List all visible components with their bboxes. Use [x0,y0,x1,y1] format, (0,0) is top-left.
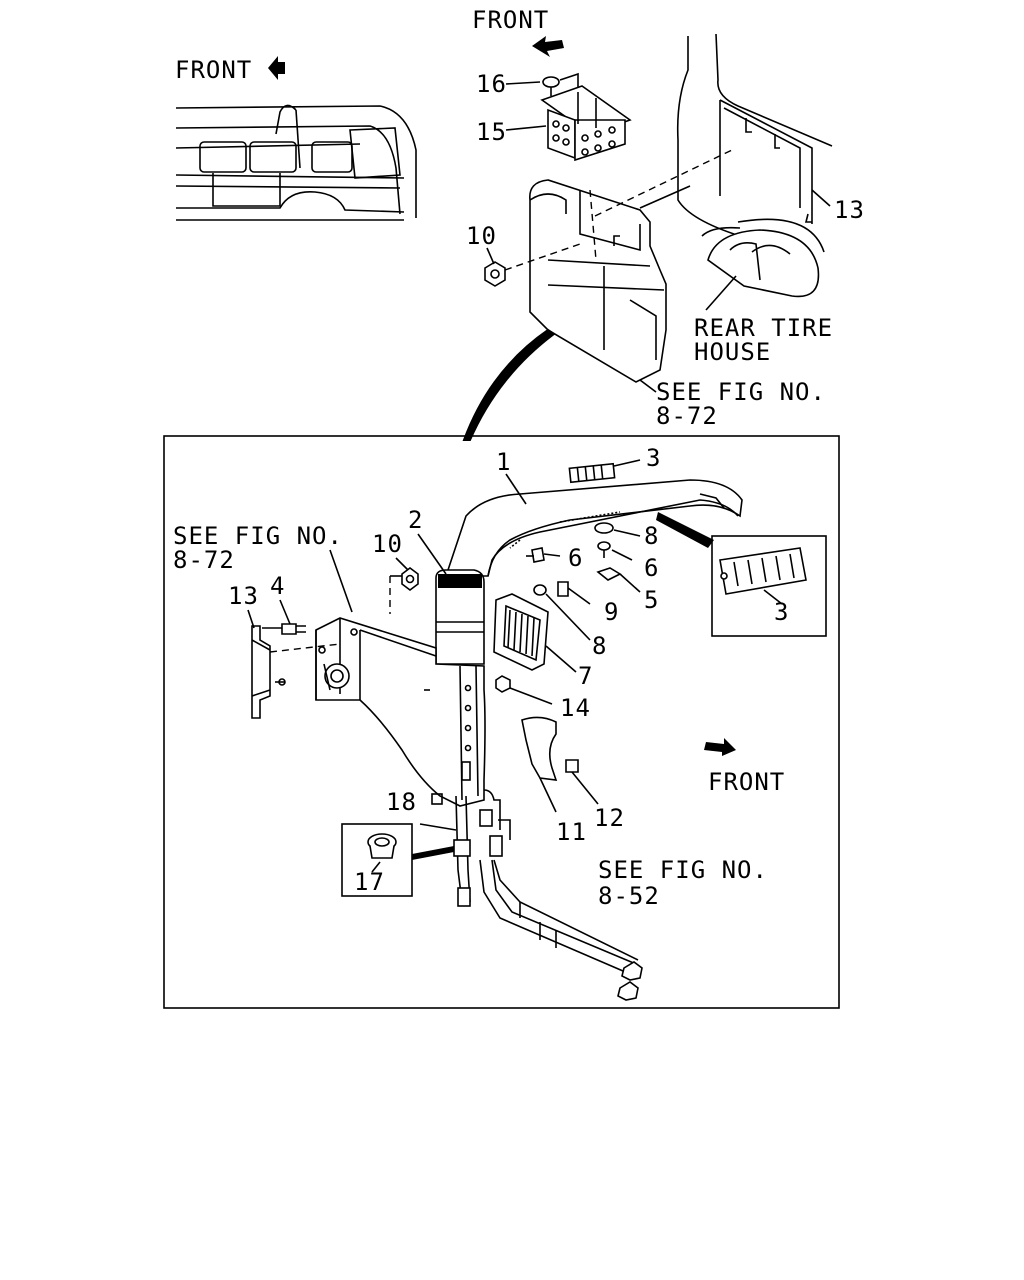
callout-3-inset: 3 [774,598,789,626]
bracket-13-detail [251,625,341,719]
callout-11: 11 [556,818,587,846]
detail-arrow [462,328,556,441]
grommet-17-inset [341,823,413,897]
truck-location-inset [175,104,417,221]
callout-12: 12 [594,804,625,832]
see-fig-top-2: 8-72 [656,402,718,430]
front-right-arrow-icon [704,738,736,756]
callout-15: 15 [476,118,507,146]
callout-8-top: 8 [644,522,659,550]
callout-16: 16 [476,70,507,98]
callout-9: 9 [604,598,619,626]
bolt-4 [262,623,306,635]
callout-10-detail: 10 [372,530,403,558]
register-3-inset [711,535,827,637]
duct-2 [435,569,485,665]
detail-frame [163,435,840,1009]
front-arrow-main: FRONT [704,738,785,796]
screw-9 [533,581,591,605]
front-label-main: FRONT [708,768,785,796]
front-arrow-top: FRONT [472,6,564,57]
callout-18: 18 [386,788,417,816]
callout-10-top: 10 [466,222,497,250]
nut-10-top [484,243,581,287]
see-fig-bottom-1: SEE FIG NO. [598,856,768,884]
pipe-harness [479,789,643,1001]
front-left-arrow-icon [268,56,285,80]
callout-17: 17 [354,868,385,896]
nut-10-detail [389,567,419,614]
nut-14 [495,675,553,705]
front-label-top: FRONT [472,6,549,34]
front-arrow-inset: FRONT [175,56,285,84]
callout-7: 7 [578,662,593,690]
callout-3-top: 3 [646,444,661,472]
clip-6-left [526,547,561,563]
callout-13-top: 13 [834,196,865,224]
air-duct-1 [444,479,743,577]
callout-6-right: 6 [644,554,659,582]
cover-11 [521,716,558,813]
bolt-16 [542,72,579,96]
clip-5 [596,567,641,593]
see-fig-bottom-2: 8-52 [598,882,660,910]
bolt-12 [565,759,599,805]
callout-5: 5 [644,586,659,614]
see-fig-left-1: SEE FIG NO. [173,522,343,550]
callout-1: 1 [496,448,511,476]
side-panel [315,617,486,807]
front-arrow-icon [532,36,564,57]
bracket-15 [540,85,632,162]
front-label-inset: FRONT [175,56,252,84]
see-fig-left-2: 8-72 [173,546,235,574]
callout-2: 2 [408,506,423,534]
callout-8-bottom: 8 [592,632,607,660]
rear-tire-label-2: HOUSE [694,338,771,366]
drain-hose-18 [412,795,471,907]
rear-cover-assembly [529,149,733,383]
callout-4: 4 [270,572,285,600]
callout-6-left: 6 [568,544,583,572]
register-3-small [568,462,616,484]
see-fig-top-1: SEE FIG NO. [656,378,826,406]
grille-7 [493,593,549,671]
callout-13-detail: 13 [228,582,259,610]
rear-tire-house [676,33,833,311]
rear-tire-label-1: REAR TIRE [694,314,833,342]
callout-14: 14 [560,694,591,722]
clip-6-right [594,522,633,561]
